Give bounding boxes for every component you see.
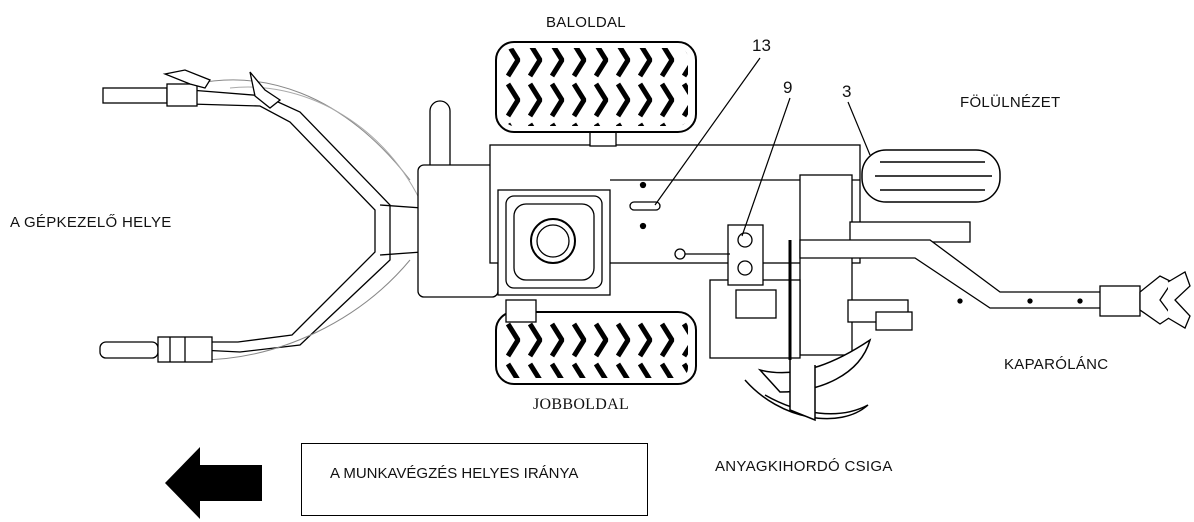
auger [744,338,872,422]
label-top-view: FÖLÜLNÉZET [960,94,1061,111]
direction-arrow [165,447,262,519]
label-operator-position: A GÉPKEZELŐ HELYE [10,214,172,231]
label-left-side: BALOLDAL [546,14,626,31]
label-right-side: JOBBOLDAL [533,396,630,413]
grip-bottom [99,336,213,363]
direction-box: A MUNKAVÉGZÉS HELYES IRÁNYA [301,443,648,516]
callout-lines [654,57,871,237]
callout-13: 13 [752,36,771,55]
label-discharge-auger: ANYAGKIHORDÓ CSIGA [715,458,893,475]
callout-3: 3 [842,82,852,101]
handlebar [189,79,451,361]
engine [417,127,861,298]
chain-head [1099,271,1191,329]
left-wheel [495,41,697,133]
gear-assembly [674,224,801,360]
roller [861,149,1001,203]
direction-text: A MUNKAVÉGZÉS HELYES IRÁNYA [330,465,579,482]
grip-top [102,69,282,109]
right-wheel [495,299,697,385]
label-scraper-chain: KAPARÓLÁNC [1004,356,1109,373]
frame [799,174,1111,356]
callout-9: 9 [783,78,793,97]
